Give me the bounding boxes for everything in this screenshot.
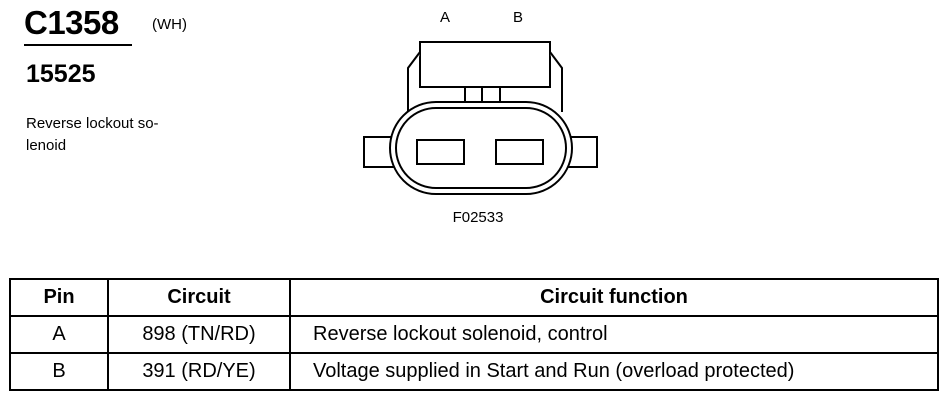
title-rule [24,44,132,46]
figure-id: F02533 [453,209,504,226]
latch-tab [419,41,551,88]
table-row: A 898 (TN/RD) Reverse lockout solenoid, … [9,315,939,354]
table-row: B 391 (RD/YE) Voltage supplied in Start … [9,352,939,391]
circuit-cell: 391 (RD/YE) [107,352,291,391]
header-circuit: Circuit [107,278,291,317]
terminal-cavity-b [495,139,544,165]
pin-cell: A [9,315,109,354]
circuit-cell: 898 (TN/RD) [107,315,291,354]
table-header-row: Pin Circuit Circuit function [9,278,939,317]
color-code: (WH) [152,16,187,33]
part-number: 15525 [26,60,96,88]
pin-table: Pin Circuit Circuit function A 898 (TN/R… [9,278,939,391]
header-circuit-function: Circuit function [289,278,939,317]
pin-label-a: A [440,9,450,26]
header-pin: Pin [9,278,109,317]
terminal-cavity-a [416,139,465,165]
function-cell: Reverse lockout solenoid, control [289,315,939,354]
connector-description: Reverse lockout so- lenoid [26,115,159,154]
connector-diagram: A B F02533 [363,9,598,226]
connector-shroud [407,51,563,112]
connector-body [389,101,573,195]
pin-label-b: B [513,9,523,26]
connector-body-inner [395,107,567,189]
pin-cell: B [9,352,109,391]
function-cell: Voltage supplied in Start and Run (overl… [289,352,939,391]
connector-id: C1358 [24,4,119,41]
